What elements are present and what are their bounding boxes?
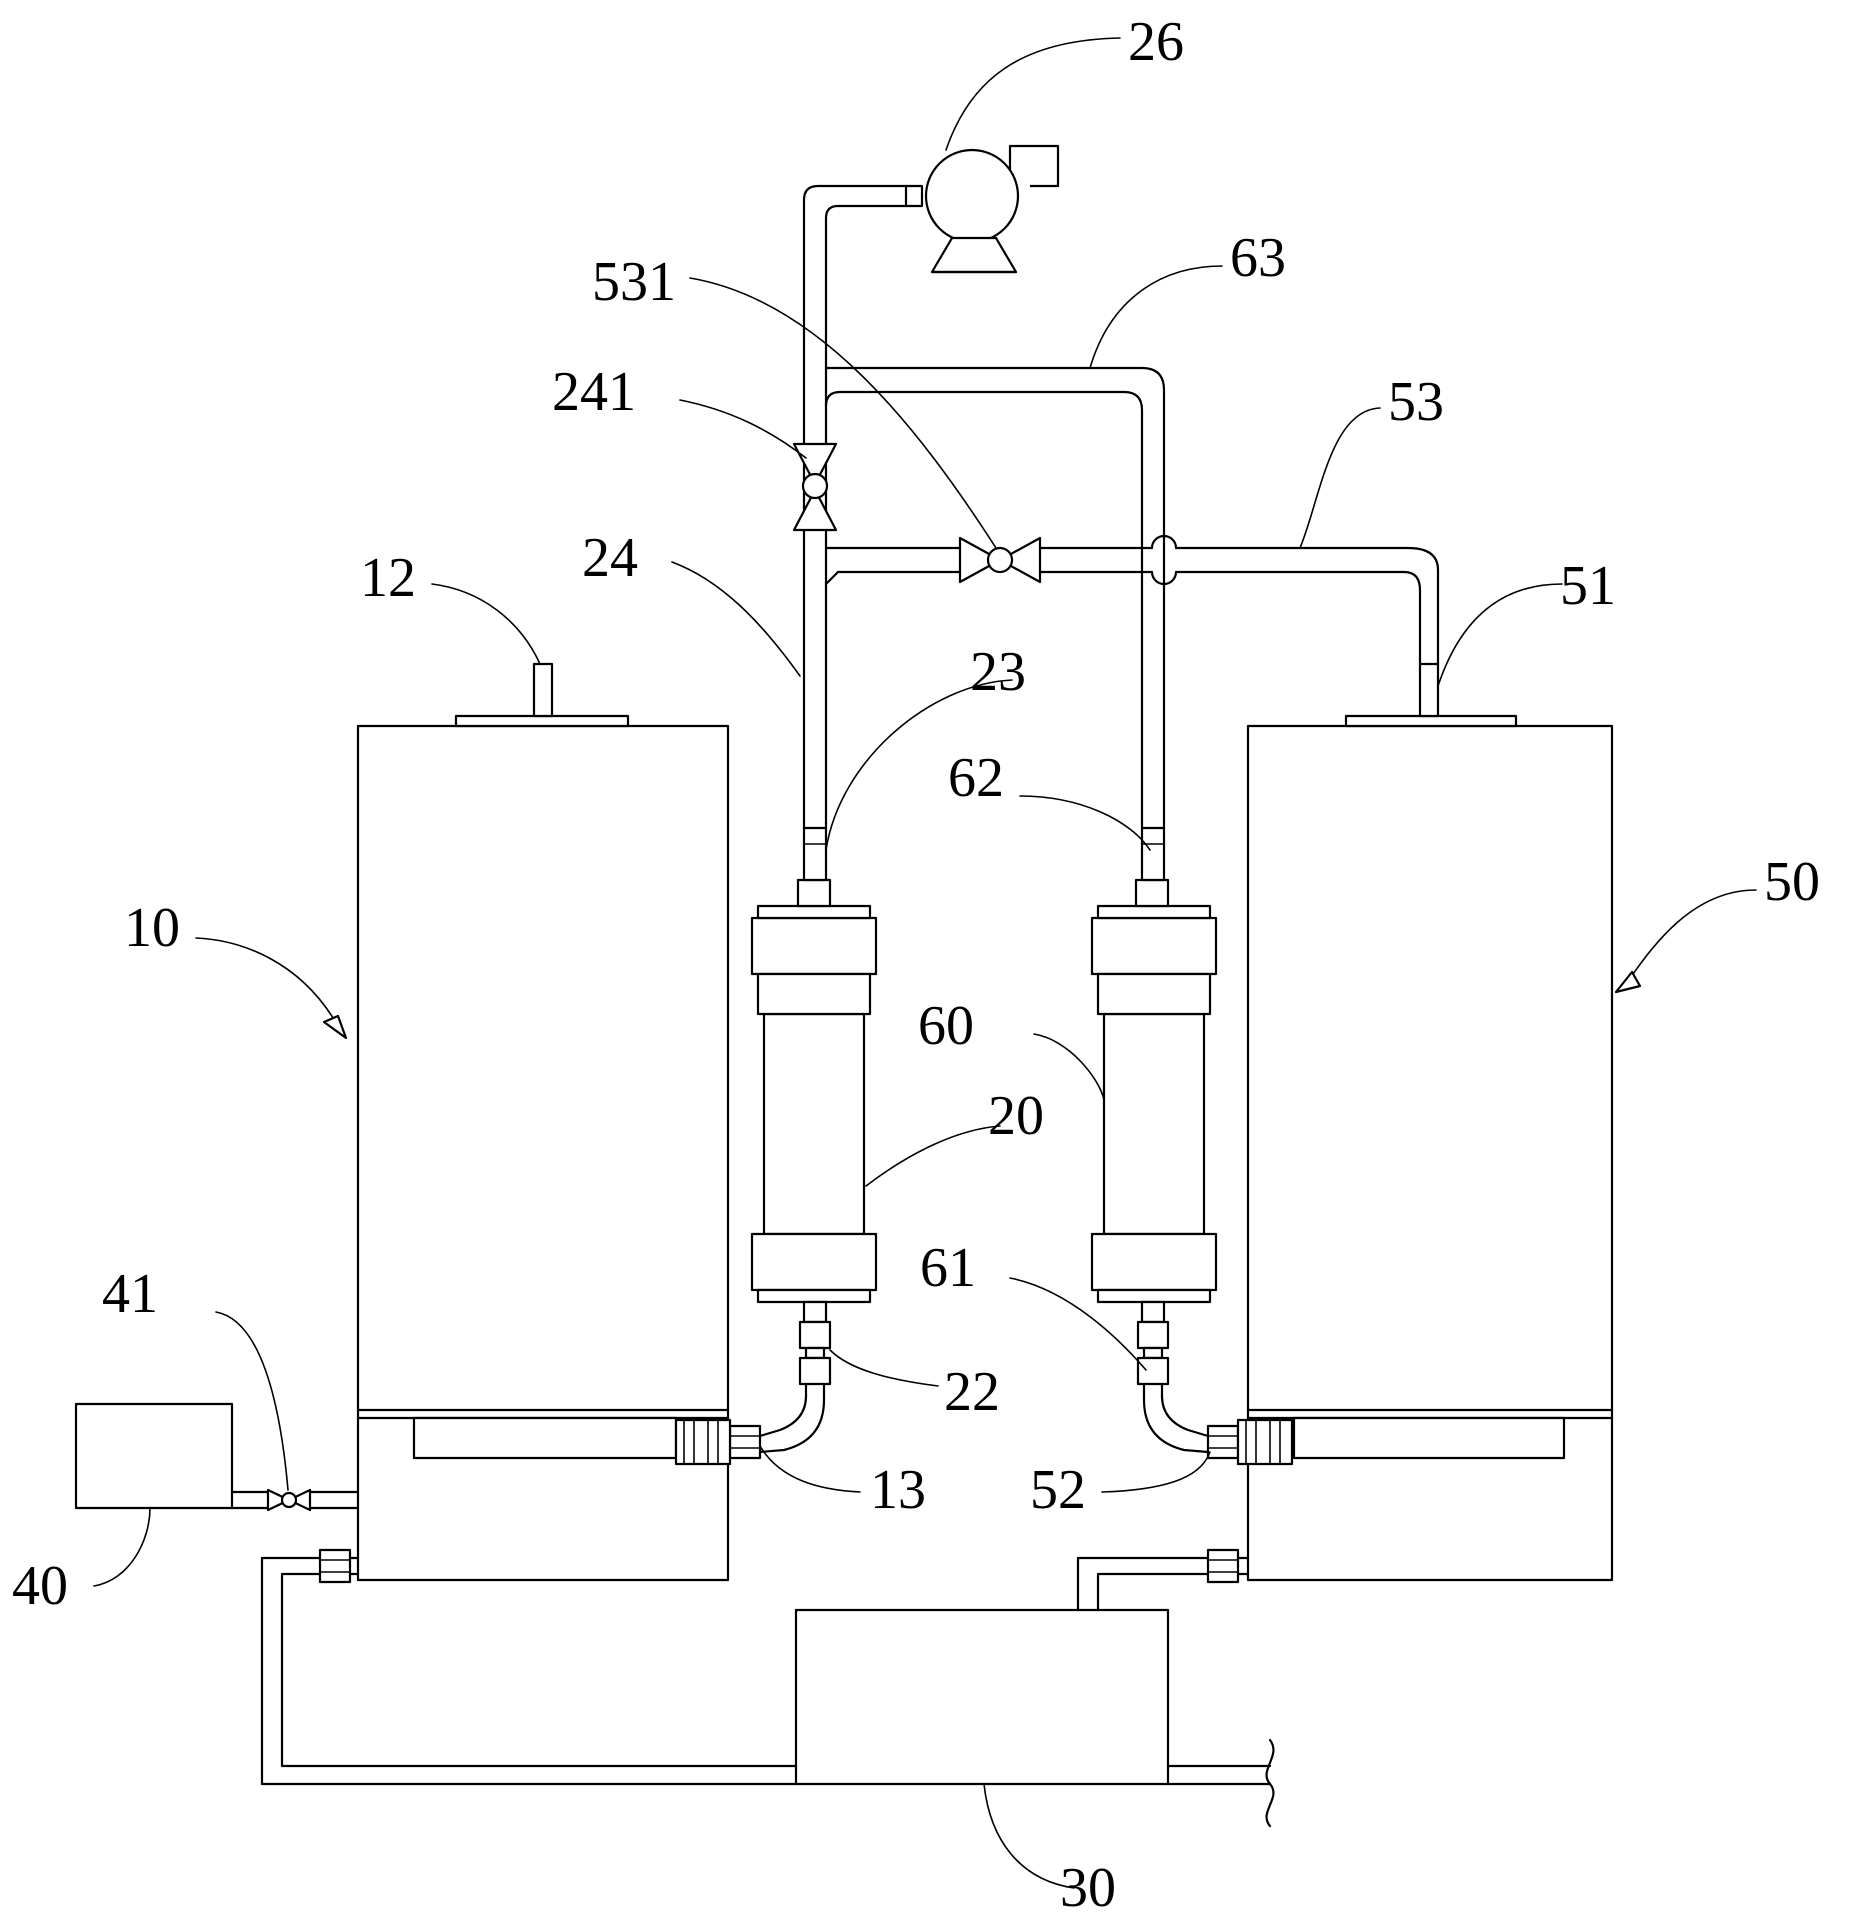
leader-62 xyxy=(1019,795,1151,851)
label-24: 24 xyxy=(582,527,638,589)
label-51: 51 xyxy=(1560,555,1616,617)
filter-60 xyxy=(1090,826,1218,1386)
label-53: 53 xyxy=(1388,371,1444,433)
leader-23 xyxy=(825,679,1013,851)
leader-41 xyxy=(215,1311,289,1491)
leader-13 xyxy=(759,1445,861,1493)
arrowhead-50 xyxy=(1614,970,1642,994)
right-tank-50 xyxy=(1246,662,1614,1582)
leader-40 xyxy=(93,1507,151,1587)
outlet-pipe-30 xyxy=(1166,1738,1275,1828)
leader-12 xyxy=(431,583,541,665)
pipe-40-to-tank xyxy=(230,1490,360,1510)
pipe-63 xyxy=(824,366,1166,830)
label-40: 40 xyxy=(12,1555,68,1617)
label-10: 10 xyxy=(124,897,180,959)
label-12: 12 xyxy=(360,547,416,609)
pipe-24 xyxy=(802,184,924,830)
leader-60 xyxy=(1033,1033,1105,1101)
leader-lines xyxy=(93,37,1757,1889)
label-41: 41 xyxy=(102,1263,158,1325)
label-63: 63 xyxy=(1230,227,1286,289)
pipe-53 xyxy=(824,534,1440,666)
leader-24 xyxy=(671,561,801,677)
leader-63 xyxy=(1089,265,1223,369)
label-26: 26 xyxy=(1128,11,1184,73)
pipe-right-tank-to-box30 xyxy=(1076,1548,1250,1612)
label-241: 241 xyxy=(552,361,636,423)
valve-531 xyxy=(958,536,1042,584)
label-60: 60 xyxy=(918,995,974,1057)
leader-30 xyxy=(983,1783,1075,1889)
label-23: 23 xyxy=(970,641,1026,703)
leader-50 xyxy=(1625,889,1757,985)
label-531: 531 xyxy=(592,251,676,313)
leader-531 xyxy=(689,277,997,549)
leader-10 xyxy=(195,937,339,1027)
leader-52 xyxy=(1101,1451,1211,1493)
valve-41 xyxy=(266,1488,312,1512)
left-tank-10 xyxy=(356,662,730,1582)
label-61: 61 xyxy=(920,1237,976,1299)
leader-26 xyxy=(945,37,1121,151)
label-62: 62 xyxy=(948,747,1004,809)
leader-51 xyxy=(1437,583,1563,687)
label-20: 20 xyxy=(988,1085,1044,1147)
label-52: 52 xyxy=(1030,1459,1086,1521)
leader-53 xyxy=(1299,407,1381,549)
box-30 xyxy=(794,1608,1170,1786)
box-40 xyxy=(74,1402,234,1510)
valve-241 xyxy=(792,442,838,532)
label-30: 30 xyxy=(1060,1857,1116,1912)
arrowhead-10 xyxy=(322,1014,348,1040)
label-13: 13 xyxy=(870,1459,926,1521)
pipe-left-tank-to-box30 xyxy=(260,1548,798,1786)
connector-13 xyxy=(674,1382,826,1466)
leader-22 xyxy=(829,1349,939,1387)
leader-241 xyxy=(679,399,807,459)
leader-61 xyxy=(1009,1277,1147,1371)
pump-26 xyxy=(924,144,1060,274)
label-50: 50 xyxy=(1764,851,1820,913)
filter-20 xyxy=(750,826,878,1386)
leader-20 xyxy=(865,1125,1001,1187)
label-22: 22 xyxy=(944,1361,1000,1423)
connector-52 xyxy=(1142,1382,1294,1466)
